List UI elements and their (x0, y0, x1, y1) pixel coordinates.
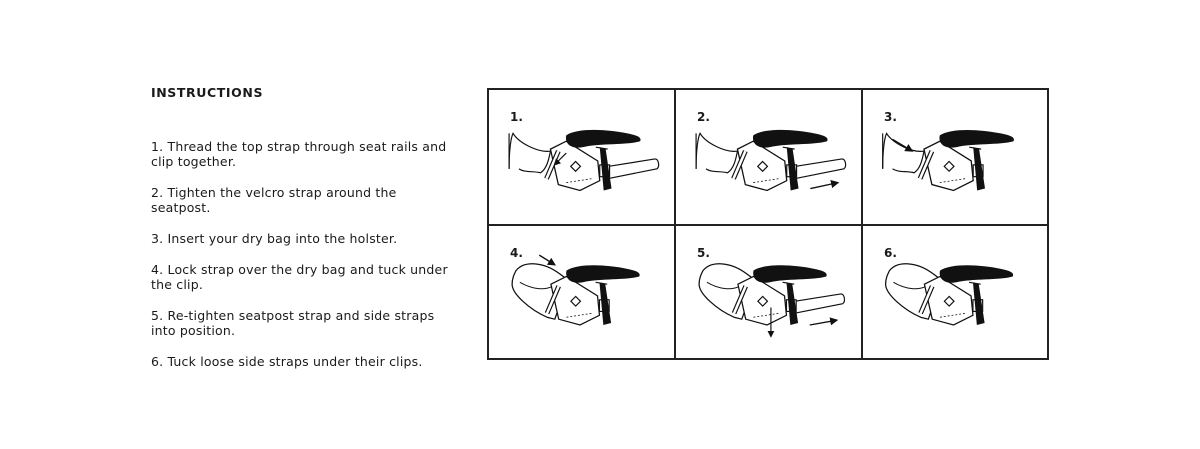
saddle-holster-insert-bag-icon (882, 129, 1015, 192)
step-number-2: 2. (697, 110, 710, 124)
instruction-step-3: 3. Insert your dry bag into the holster. (151, 231, 398, 246)
step-number-6: 6. (884, 246, 897, 260)
instruction-step-1: 1. Thread the top strap through seat rai… (151, 139, 447, 169)
instruction-step-2: 2. Tighten the velcro strap around the s… (151, 185, 397, 215)
step-number-4: 4. (510, 246, 523, 260)
step-panel-6: 6. (863, 226, 1047, 358)
instruction-steps: 1. Thread the top strap through seat rai… (151, 139, 451, 369)
step-number-5: 5. (697, 246, 710, 260)
step-panel-1: 1. (489, 90, 676, 226)
step-number-1: 1. (510, 110, 523, 124)
step-number-3: 3. (884, 110, 897, 124)
instructions-section: INSTRUCTIONS 1. Thread the top strap thr… (151, 86, 451, 385)
step-panel-3: 3. (863, 90, 1047, 226)
step-panel-2: 2. (676, 90, 863, 226)
saddle-holster-retighten-icon (698, 263, 846, 338)
instruction-step-4: 4. Lock strap over the dry bag and tuck … (151, 262, 448, 292)
saddle-holster-lock-strap-icon (511, 254, 641, 326)
instruction-step-6: 6. Tuck loose side straps under their cl… (151, 354, 423, 369)
illustration-grid: 1. 2. 3. 4. 5. (487, 88, 1049, 360)
saddle-holster-open-strap-icon (508, 129, 660, 192)
saddle-holster-velcro-tighten-icon (695, 129, 847, 192)
instruction-step-5: 5. Re-tighten seatpost strap and side st… (151, 308, 435, 338)
saddle-holster-complete-icon (884, 263, 1014, 326)
step-panel-5: 5. (676, 226, 863, 358)
instructions-title: INSTRUCTIONS (151, 85, 264, 100)
step-panel-4: 4. (489, 226, 676, 358)
